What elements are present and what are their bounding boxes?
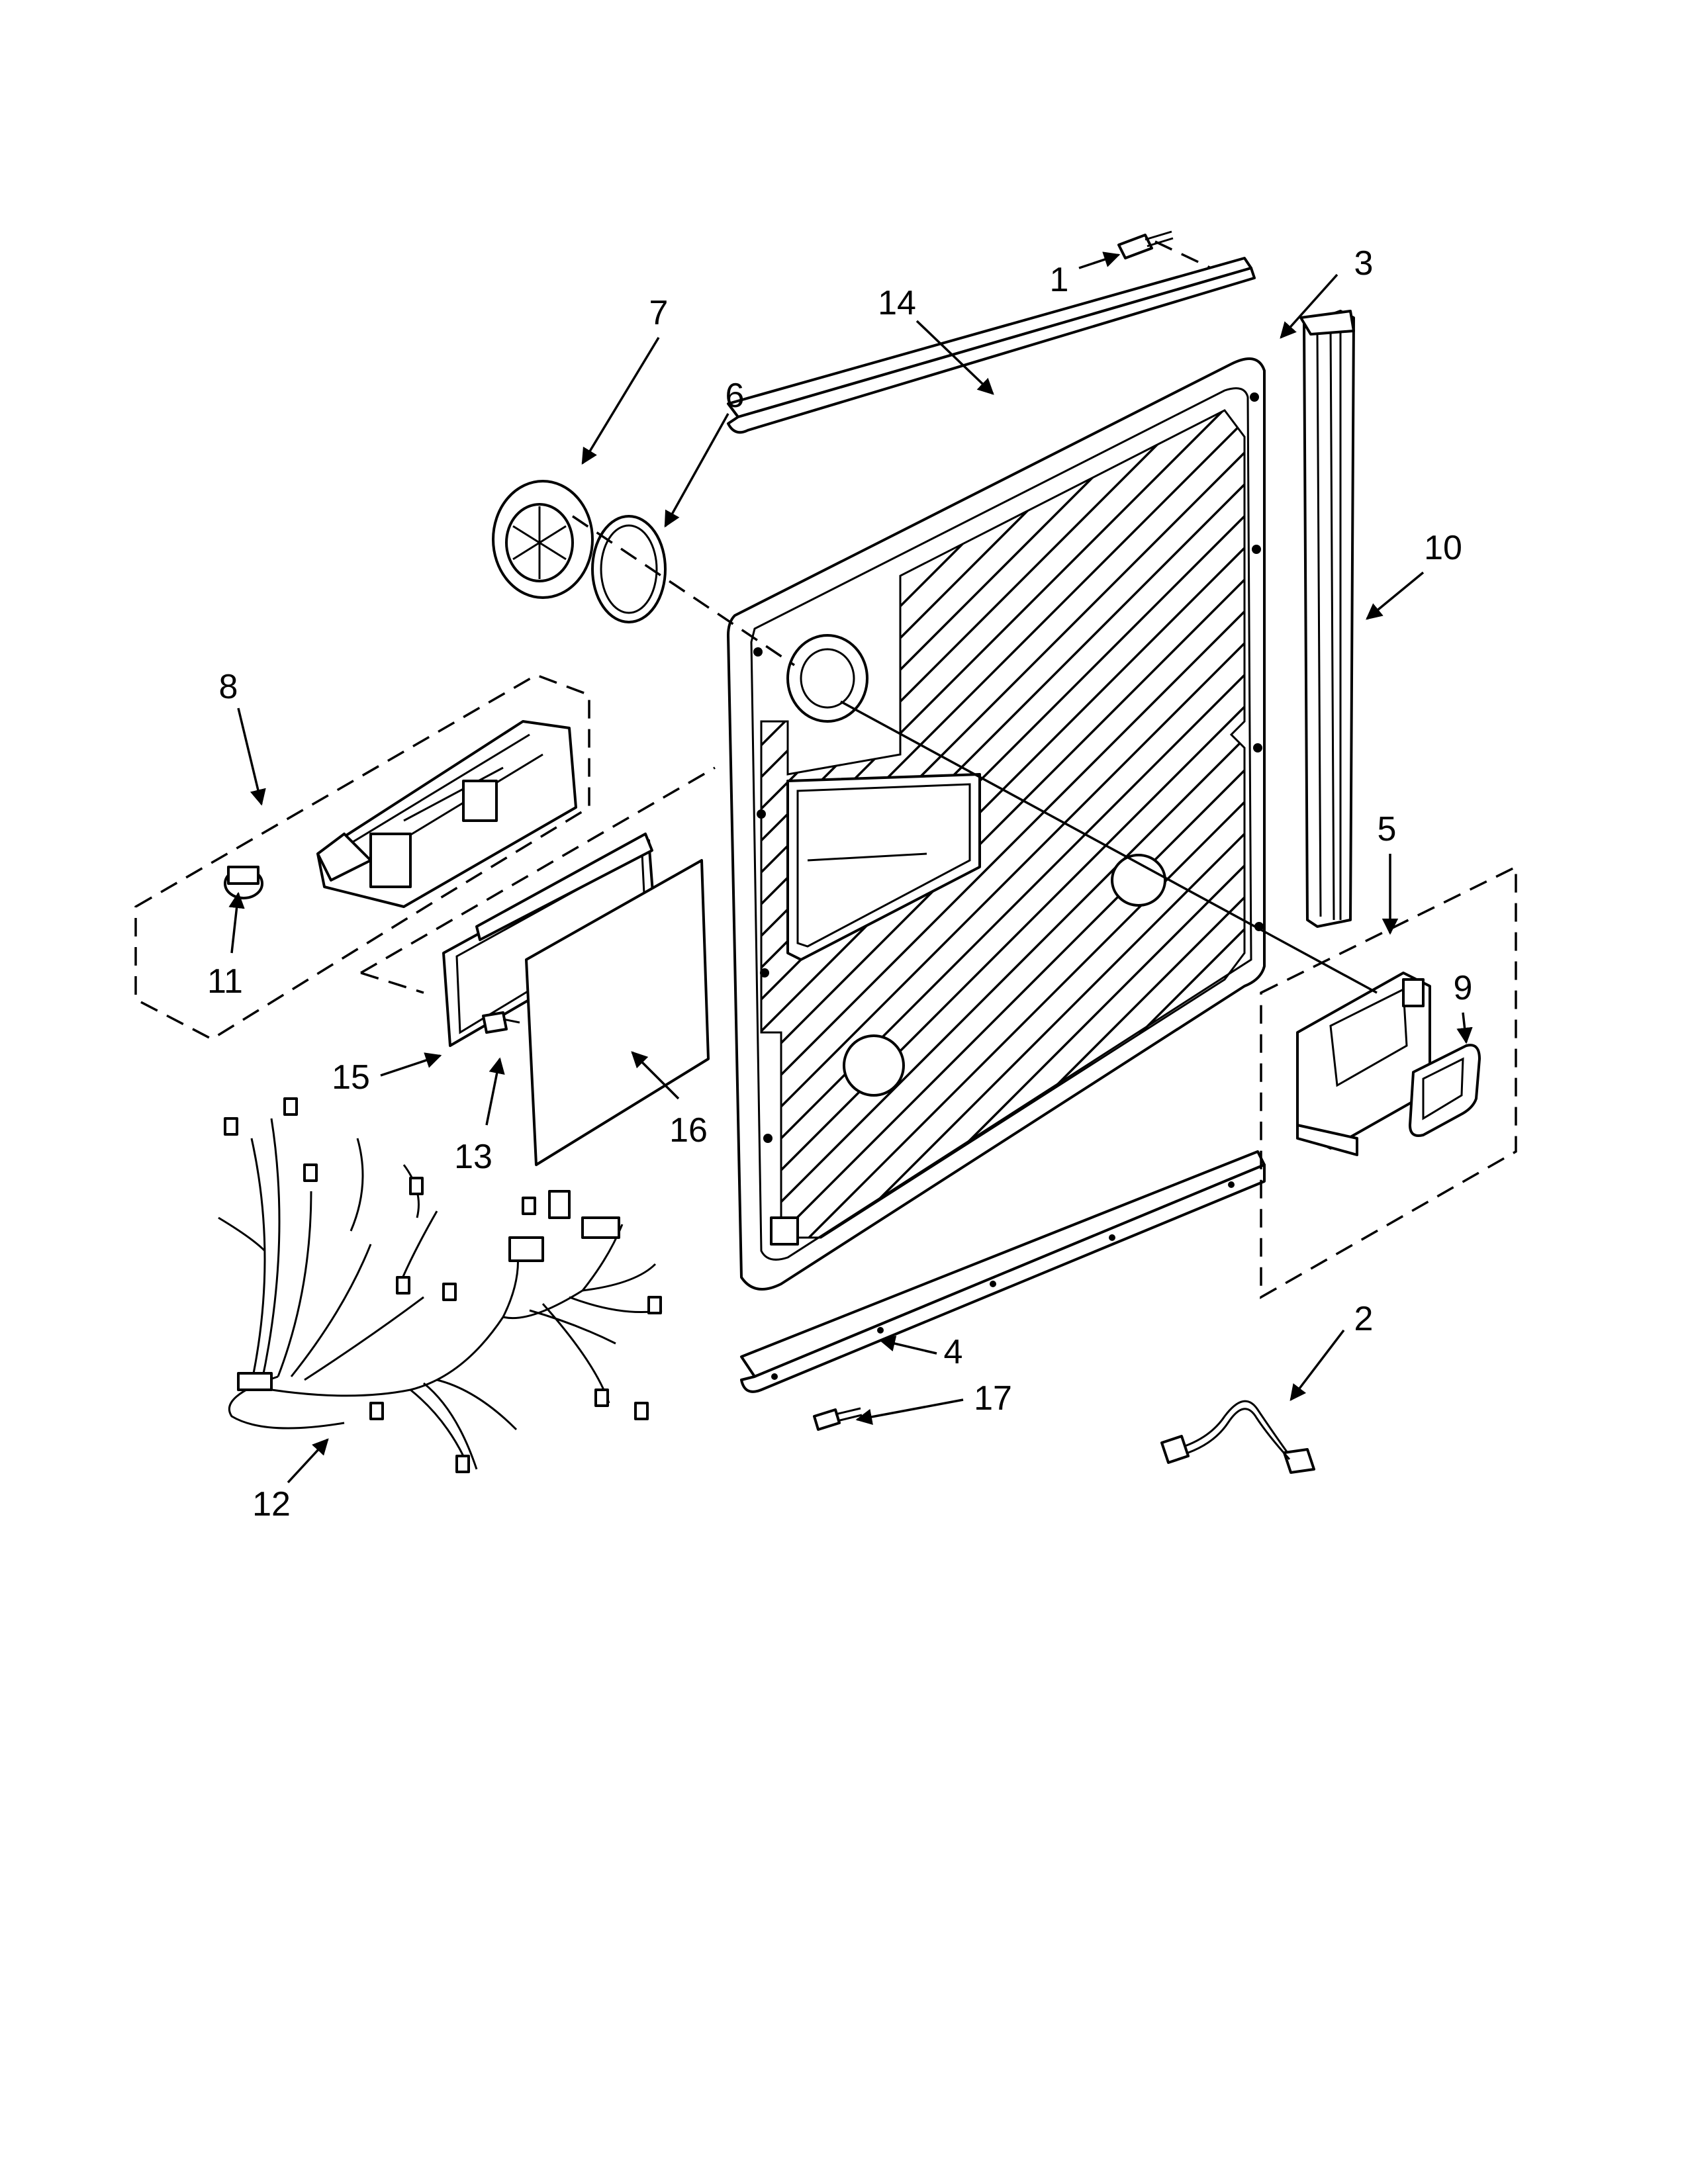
callout-2: 2 — [1354, 1300, 1374, 1338]
hatch-line — [1644, 331, 1688, 1324]
hatch-line — [1198, 410, 1244, 1238]
hatch-line — [761, 410, 1244, 1238]
leader-9 — [1456, 1012, 1473, 1044]
hatch-line — [1230, 410, 1244, 1238]
part-10-side-seal — [1299, 310, 1355, 928]
leader-lines — [228, 251, 1473, 1484]
hatch-line — [1422, 331, 1688, 1324]
part-9-latch-gasket — [1409, 1044, 1481, 1137]
inner-door-liner — [727, 331, 1688, 1324]
callout-16: 16 — [669, 1111, 708, 1150]
hatch-line — [1517, 331, 1688, 1324]
callout-17: 17 — [974, 1379, 1012, 1418]
hatch-line — [761, 410, 1244, 1238]
part-7-vent-cover — [492, 480, 594, 599]
hatch-line — [1485, 331, 1688, 1324]
hatch-line — [761, 410, 1241, 1238]
callout-7: 7 — [649, 294, 669, 332]
leader-2 — [1289, 1329, 1345, 1401]
callout-15: 15 — [332, 1058, 370, 1097]
part-16-insulation-pad — [525, 859, 710, 1166]
leader-10 — [1366, 571, 1425, 620]
callout-4: 4 — [944, 1333, 963, 1371]
hatch-line — [1358, 331, 1688, 1324]
leader-1 — [1078, 251, 1121, 269]
callout-12: 12 — [252, 1485, 291, 1524]
hatch-line — [1581, 331, 1688, 1324]
part-13-screw — [482, 1011, 520, 1034]
part-8-dispenser-group — [134, 674, 590, 1041]
leader-11 — [228, 891, 245, 954]
leader-7 — [581, 337, 660, 465]
callout-11: 11 — [207, 962, 243, 1001]
leader-12 — [287, 1438, 329, 1484]
callout-numbers: 1 2 3 4 5 6 7 8 9 10 11 12 13 14 15 16 1… — [207, 244, 1472, 1524]
callout-3: 3 — [1354, 244, 1374, 283]
leader-6 — [664, 413, 729, 528]
callout-8: 8 — [219, 668, 238, 706]
leader-14 — [915, 320, 994, 395]
part-1-screw — [1117, 230, 1219, 273]
leader-16 — [631, 1051, 680, 1100]
callout-13: 13 — [454, 1138, 492, 1176]
leader-4 — [878, 1336, 937, 1355]
callout-1: 1 — [1050, 261, 1069, 299]
hatch-line — [1549, 331, 1688, 1324]
leader-3 — [1280, 273, 1338, 339]
callout-9: 9 — [1454, 969, 1473, 1007]
callout-5: 5 — [1378, 810, 1397, 848]
leader-8 — [237, 707, 266, 806]
hatch-line — [1454, 331, 1688, 1324]
hatch-line — [761, 410, 1244, 1238]
hatch-line — [1390, 331, 1688, 1324]
callout-6: 6 — [726, 377, 745, 415]
part-11-rinse-cap — [224, 866, 263, 899]
leader-13 — [485, 1057, 505, 1126]
part-2-wire-connector — [1160, 1400, 1315, 1474]
hatch-line — [761, 410, 1244, 1238]
callout-10: 10 — [1424, 529, 1462, 567]
leader-15 — [380, 1052, 442, 1077]
hatch-line — [1613, 331, 1688, 1324]
part-5-latch-group — [840, 700, 1517, 1300]
hatch-line — [761, 410, 1244, 1238]
callout-14: 14 — [878, 284, 916, 322]
part-3-top-trim — [727, 257, 1256, 434]
leader-17 — [855, 1398, 964, 1425]
part-17-screw — [813, 1407, 863, 1431]
part-6-vent-gasket — [591, 515, 667, 623]
hatch-line — [761, 410, 1244, 1238]
hatch-line — [761, 410, 1244, 1238]
hatch-line — [1676, 331, 1688, 1324]
hatch-line — [761, 410, 1244, 1238]
hatch-line — [761, 410, 1244, 1238]
part-12-wire-harness — [218, 1097, 663, 1473]
hatch-line — [761, 410, 1244, 1238]
part-4-bottom-trim — [740, 1150, 1266, 1393]
